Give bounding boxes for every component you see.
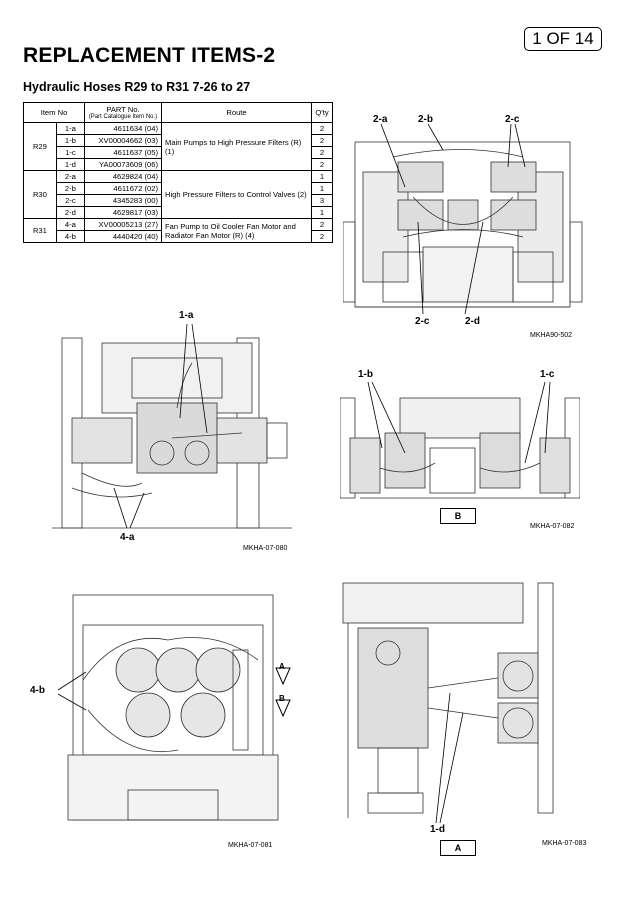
marker-b: B <box>279 694 285 703</box>
part-cell: 4611672 (02) <box>84 182 162 195</box>
qty-cell: 1 <box>311 206 333 219</box>
page-title: REPLACEMENT ITEMS-2 <box>23 44 276 67</box>
table-row: R29 1-a 4611634 (04) Main Pumps to High … <box>23 122 333 171</box>
item-cell: 1-d <box>55 158 86 171</box>
table-row: R30 2-a 4629824 (04) High Pressure Filte… <box>23 170 333 219</box>
part-cell: 4440420 (40) <box>84 230 162 243</box>
figure-main-pumps-view-a: 1-d <box>338 578 580 836</box>
item-cell: 2-c <box>55 194 86 207</box>
figure-code-502: MKHA90-502 <box>530 332 573 339</box>
part-cell: 4629817 (03) <box>84 206 162 219</box>
figure-fan-pump-top: 4-b A B <box>28 590 300 830</box>
figure-code-083: MKHA-07-083 <box>542 840 587 847</box>
group-cell: R29 <box>23 122 57 171</box>
drawing-control-valves <box>342 123 583 315</box>
table-row: 1-d YA00073609 (06) 2 <box>24 158 333 171</box>
table-row: 2-d 4629817 (03) 1 <box>24 206 333 219</box>
view-label-a: A <box>440 840 476 856</box>
figure-code-080: MKHA-07-080 <box>243 545 288 552</box>
page-subtitle: Hydraulic Hoses R29 to R31 7-26 to 27 <box>23 80 251 94</box>
marker-b-arrow <box>275 699 291 718</box>
part-cell: XV00005213 (27) <box>84 218 162 231</box>
item-cell: 4-b <box>55 230 86 243</box>
header-part-no-label: PART No. <box>106 105 140 114</box>
qty-cell: 1 <box>311 170 333 183</box>
callout-2-c: 2-c <box>505 114 520 125</box>
header-route: Route <box>161 102 312 123</box>
qty-cell: 2 <box>311 122 333 135</box>
item-cell: 2-d <box>55 206 86 219</box>
table-row: R31 4-a XV00005213 (27) Fan Pump to Oil … <box>23 218 333 243</box>
route-cell: Main Pumps to High Pressure Filters (R) … <box>161 122 312 171</box>
item-cell: 2-a <box>55 170 86 183</box>
drawing-main-pumps-front <box>52 323 292 529</box>
drawing-main-pumps-view-b <box>339 381 581 499</box>
callout-1-d: 1-d <box>430 824 445 835</box>
item-cell: 1-b <box>55 134 86 147</box>
item-cell: 1-c <box>55 146 86 159</box>
group-cell: R30 <box>23 170 57 219</box>
table-header-row: Item No PART No.(Part Catalogue Item No.… <box>23 102 333 123</box>
qty-cell: 2 <box>311 146 333 159</box>
callout-4-b: 4-b <box>30 685 45 696</box>
callout-2-b: 2-b <box>418 114 433 125</box>
table-row: 4-b 4440420 (40) 2 <box>24 230 333 243</box>
callout-1-a: 1-a <box>179 310 194 321</box>
figure-code-082: MKHA-07-082 <box>530 523 575 530</box>
figure-code-081: MKHA-07-081 <box>228 842 273 849</box>
item-cell: 4-a <box>55 218 86 231</box>
route-cell: High Pressure Filters to Control Valves … <box>161 170 312 219</box>
callout-2-a: 2-a <box>373 114 388 125</box>
qty-cell: 2 <box>311 134 333 147</box>
table-row: 2-b 4611672 (02) 1 <box>24 182 333 195</box>
figure-control-valves: 2-a 2-b 2-c 2-c 2-d <box>342 112 583 342</box>
qty-cell: 1 <box>311 182 333 195</box>
callout-1-c: 1-c <box>540 369 555 380</box>
page-badge: 1 OF 14 <box>524 27 602 51</box>
marker-a-arrow <box>275 667 291 686</box>
callout-2-d: 2-d <box>465 316 480 327</box>
route-cell: Fan Pump to Oil Cooler Fan Motor and Rad… <box>161 218 312 243</box>
header-item-no: Item No <box>23 102 85 123</box>
part-cell: 4345283 (00) <box>84 194 162 207</box>
item-cell: 1-a <box>55 122 86 135</box>
replacement-items-table: Item No PART No.(Part Catalogue Item No.… <box>23 102 333 243</box>
qty-cell: 2 <box>311 218 333 231</box>
figure-main-pumps-view-b: 1-b 1-c <box>339 368 581 523</box>
qty-cell: 2 <box>311 158 333 171</box>
header-qty: Q'ty <box>311 102 333 123</box>
marker-a: A <box>279 662 285 671</box>
header-part-no-sub: (Part Catalogue Item No.) <box>88 114 158 120</box>
drawing-fan-pump-top <box>57 594 291 821</box>
view-label-b: B <box>440 508 476 524</box>
callout-4-a: 4-a <box>120 532 135 543</box>
part-cell: YA00073609 (06) <box>84 158 162 171</box>
figure-main-pumps-front: 1-a 4-a <box>52 308 302 543</box>
item-cell: 2-b <box>55 182 86 195</box>
part-cell: XV00004662 (03) <box>84 134 162 147</box>
qty-cell: 2 <box>311 230 333 243</box>
drawing-main-pumps-view-a <box>342 582 554 824</box>
part-cell: 4611637 (05) <box>84 146 162 159</box>
qty-cell: 3 <box>311 194 333 207</box>
callout-2-c-lower: 2-c <box>415 316 430 327</box>
callout-1-b: 1-b <box>358 369 373 380</box>
part-cell: 4629824 (04) <box>84 170 162 183</box>
header-part-no: PART No.(Part Catalogue Item No.) <box>84 102 162 123</box>
group-cell: R31 <box>23 218 57 243</box>
part-cell: 4611634 (04) <box>84 122 162 135</box>
